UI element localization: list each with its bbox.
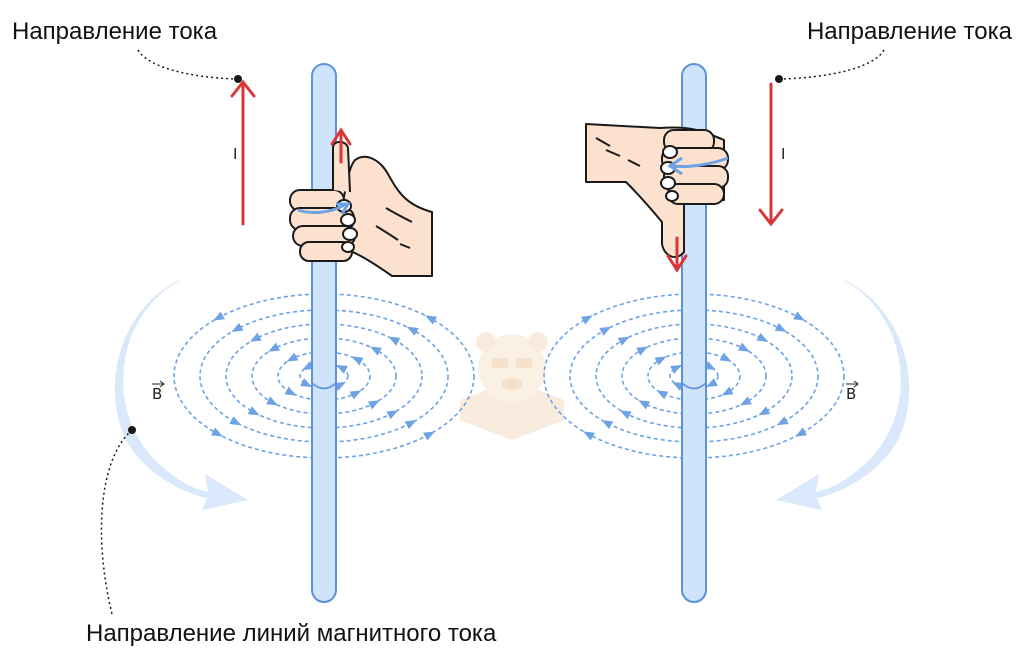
field-direction-big-arrow-left — [114, 277, 249, 510]
field-line-arrowhead — [601, 420, 614, 430]
field-line-arrowhead — [386, 410, 399, 420]
field-line-arrowhead — [758, 406, 771, 416]
right-hand-thumb-up-icon — [289, 140, 433, 277]
label-current-direction-left: Направление тока — [12, 18, 218, 45]
field-line-arrowhead — [266, 396, 278, 406]
field-line-arrowhead — [388, 336, 401, 346]
field-line-arrowhead — [719, 352, 732, 362]
field-line-arrowhead — [367, 400, 380, 410]
label-current-direction-right: Направление тока — [806, 18, 1012, 45]
grip-curl-arrowhead-left — [336, 202, 351, 215]
thumb-current-arrow-right — [666, 236, 688, 273]
field-line-arrowhead — [795, 427, 808, 437]
field-line-arrowhead — [406, 326, 419, 336]
field-line-arrowhead — [300, 378, 312, 387]
field-line-ring — [543, 293, 845, 459]
field-symbol-left: B — [152, 380, 165, 403]
leader-dot-field — [128, 426, 136, 434]
grip-curl-arrow-right — [671, 156, 729, 168]
current-symbol-right: I — [781, 145, 785, 163]
field-line-arrowhead — [213, 311, 225, 321]
leader-dot-current-right — [775, 75, 783, 83]
current-symbol-left: I — [233, 145, 237, 163]
field-line-arrowhead — [336, 365, 348, 374]
field-line-arrowhead — [670, 365, 682, 374]
field-line-arrowhead — [229, 416, 242, 426]
thumb-current-arrow-left — [330, 127, 352, 164]
field-line-arrowhead — [740, 396, 752, 406]
field-line-arrowhead — [370, 346, 382, 356]
field-line-arrowhead — [302, 361, 314, 370]
leader-line-field — [100, 429, 133, 615]
field-line-ring — [173, 293, 475, 459]
current-arrow-right — [758, 82, 784, 227]
field-symbol-right: B — [846, 380, 859, 403]
field-line-arrowhead — [286, 352, 299, 362]
magnetic-field-lines-left — [173, 293, 475, 459]
field-line-arrowhead — [636, 346, 648, 356]
field-line-arrowhead — [776, 416, 789, 426]
field-line-arrowhead — [656, 390, 669, 400]
grip-curl-arrowhead-right — [667, 156, 683, 176]
field-line-arrowhead — [704, 361, 716, 370]
leader-line-current-left — [137, 49, 237, 80]
field-line-arrowhead — [231, 322, 244, 332]
leader-line-current-right — [779, 49, 885, 80]
field-line-ring — [251, 337, 397, 415]
right-hand-thumb-down-icon — [585, 123, 729, 259]
field-line-arrowhead — [268, 342, 281, 352]
field-line-arrowhead — [721, 386, 734, 396]
field-line-arrowhead — [404, 420, 417, 430]
field-line-arrowhead — [654, 356, 667, 366]
field-line-arrowhead — [210, 427, 223, 437]
field-line-arrowhead — [349, 390, 362, 400]
field-line-arrowhead — [756, 332, 769, 342]
label-field-lines-direction: Направление линий магнитного тока — [86, 620, 497, 647]
field-line-arrowhead — [706, 378, 718, 387]
grip-curl-arrow-left — [297, 202, 347, 214]
field-line-arrowhead — [423, 431, 435, 441]
field-line-arrowhead — [774, 322, 787, 332]
field-symbol-right-text: B — [846, 385, 856, 403]
field-line-arrowhead — [425, 315, 438, 325]
field-line-arrowhead — [247, 406, 260, 416]
field-line-arrowhead — [284, 386, 297, 396]
field-line-ring — [621, 337, 767, 415]
field-line-arrowhead — [617, 336, 630, 346]
field-symbol-left-text: B — [152, 385, 162, 403]
field-line-arrowhead — [249, 332, 262, 342]
field-line-arrowhead — [583, 431, 595, 441]
leader-dot-current-left — [234, 75, 242, 83]
field-line-arrowhead — [737, 342, 750, 352]
field-line-arrowhead — [619, 410, 632, 420]
bear-logo-icon — [460, 332, 564, 440]
field-line-arrowhead — [672, 382, 684, 391]
current-arrow-left — [230, 79, 256, 226]
field-line-arrowhead — [793, 311, 805, 321]
field-line-arrowhead — [334, 382, 346, 391]
field-line-arrowhead — [599, 326, 612, 336]
field-line-arrowhead — [351, 356, 364, 366]
field-line-arrowhead — [580, 315, 593, 325]
field-line-arrowhead — [638, 400, 651, 410]
field-direction-big-arrow-right — [776, 277, 910, 510]
